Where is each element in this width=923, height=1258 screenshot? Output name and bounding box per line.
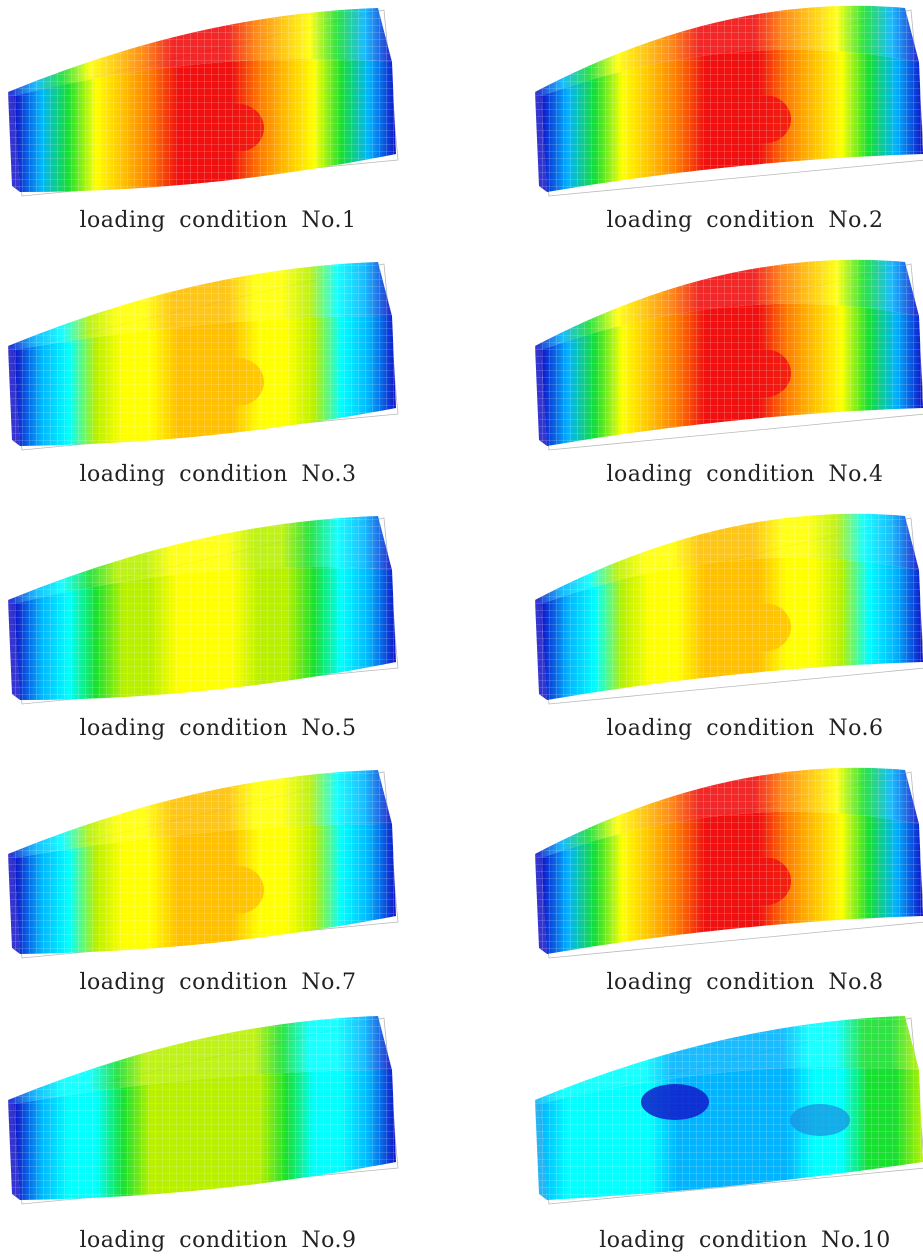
fem-contour-plot-10 xyxy=(535,1016,923,1205)
panel-5: loading condition No.5 xyxy=(8,512,428,758)
panel-3: loading condition No.3 xyxy=(8,258,428,504)
low-stress-region xyxy=(641,1084,709,1120)
panel-6: loading condition No.6 xyxy=(535,512,923,758)
panel-caption-3: loading condition No.3 xyxy=(79,462,357,487)
panel-4: loading condition No.4 xyxy=(535,258,923,504)
fem-contour-plot-8 xyxy=(535,767,923,959)
panel-2: loading condition No.2 xyxy=(535,4,923,250)
panel-caption-2: loading condition No.2 xyxy=(606,208,884,233)
fem-contour-plot-9 xyxy=(8,1016,399,1205)
panel-caption-6: loading condition No.6 xyxy=(606,716,884,741)
panel-caption-5: loading condition No.5 xyxy=(79,716,357,741)
fem-contour-plot-4 xyxy=(535,259,923,451)
fem-contour-plot-1 xyxy=(8,8,399,197)
panel-caption-9: loading condition No.9 xyxy=(79,1228,357,1253)
panel-1: loading condition No.1 xyxy=(8,4,428,250)
panel-caption-10: loading condition No.10 xyxy=(599,1228,891,1253)
panel-caption-8: loading condition No.8 xyxy=(606,970,884,995)
fem-contour-plot-6 xyxy=(535,513,923,705)
fem-contour-plot-7 xyxy=(8,770,399,959)
fem-contour-plot-3 xyxy=(8,262,399,451)
panel-7: loading condition No.7 xyxy=(8,766,428,1012)
panel-caption-4: loading condition No.4 xyxy=(606,462,884,487)
panel-9: loading condition No.9 xyxy=(8,1012,428,1258)
panel-caption-7: loading condition No.7 xyxy=(79,970,357,995)
panel-10: loading condition No.10 xyxy=(535,1012,923,1258)
panel-caption-1: loading condition No.1 xyxy=(79,208,357,233)
fem-contour-plot-2 xyxy=(535,5,923,197)
panel-8: loading condition No.8 xyxy=(535,766,923,1012)
fem-contour-plot-5 xyxy=(8,516,399,705)
